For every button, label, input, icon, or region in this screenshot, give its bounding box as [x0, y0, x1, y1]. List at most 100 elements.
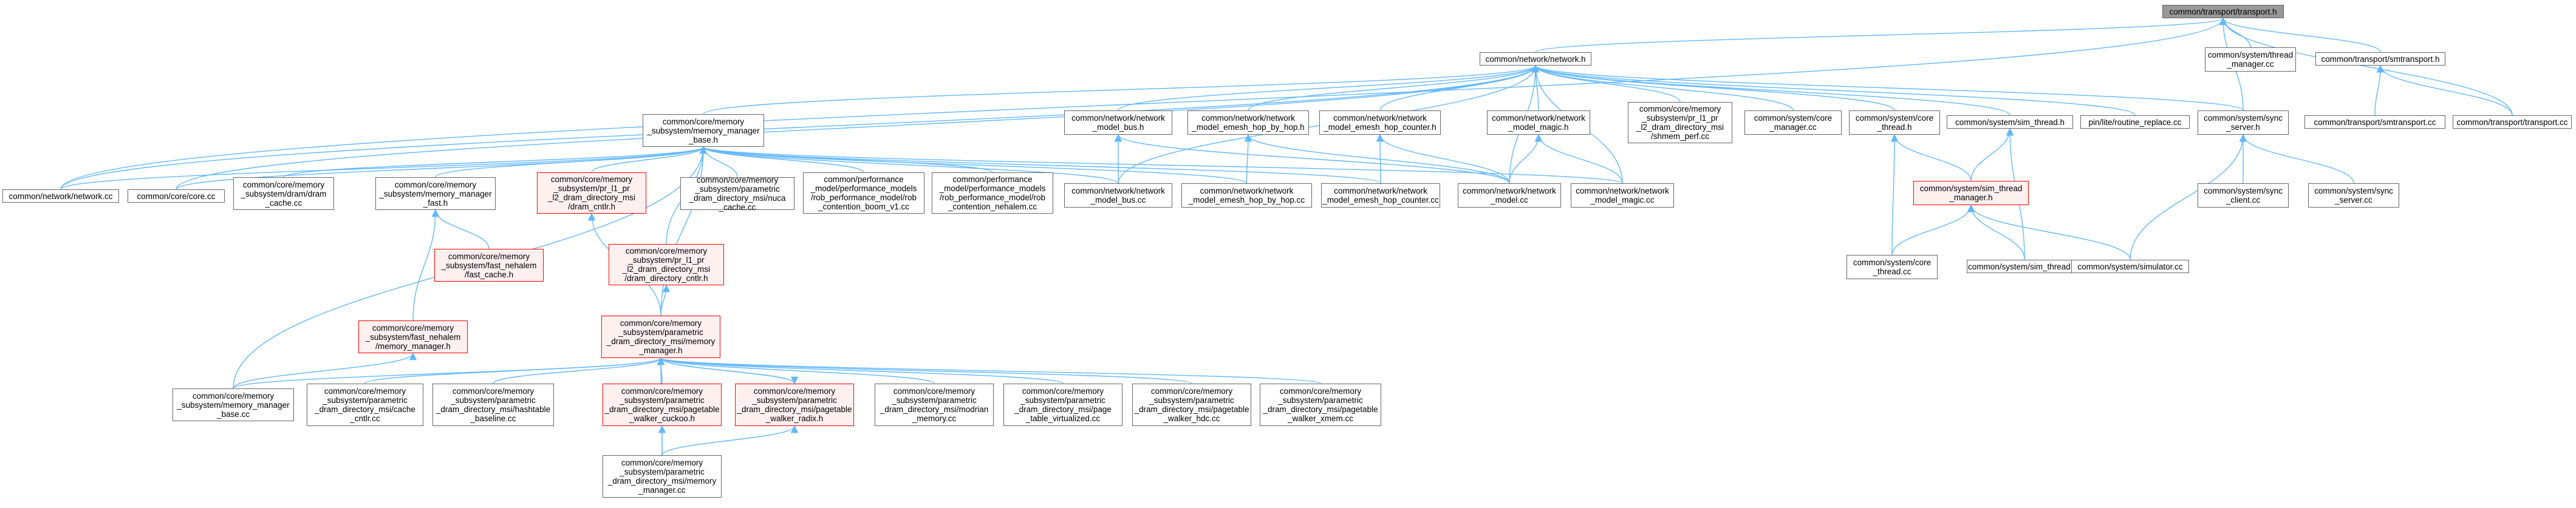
graph-node-rob-contention-nehalem-cc[interactable]: common/performance_model/performance_mod… — [932, 172, 1053, 214]
graph-node-transport-h[interactable]: common/transport/transport.h — [2162, 5, 2284, 18]
graph-node-pw-hdc-cc[interactable]: common/core/memory_subsystem/parametric_… — [1132, 384, 1251, 426]
graph-node-emesh-hop-by-hop-h[interactable]: common/network/network_model_emesh_hop_b… — [1187, 110, 1309, 135]
graph-node-network-model-magic-cc[interactable]: common/network/network_model_magic.cc — [1571, 183, 1674, 208]
edge-modrian-memory-cc-to-param-mm-h — [657, 357, 935, 384]
node-label-line: _contention_nehalem.cc — [948, 202, 1037, 211]
graph-node-memory-manager-base-h[interactable]: common/core/memory_subsystem/memory_mana… — [643, 114, 764, 147]
graph-node-sync-server-h[interactable]: common/system/sync_server.h — [2198, 110, 2289, 135]
graph-node-network-model-bus-cc[interactable]: common/network/network_model_bus.cc — [1064, 183, 1172, 208]
graph-node-pw-xmem-cc[interactable]: common/core/memory_subsystem/parametric_… — [1260, 384, 1381, 426]
node-label-line: _memory.cc — [912, 414, 957, 423]
graph-node-dram-directory-cntlr-h[interactable]: common/core/memory_subsystem/pr_l1_pr_l2… — [609, 244, 724, 285]
edge-emesh-hop-counter-cc-to-memory-manager-base-h — [700, 146, 1381, 184]
graph-node-dram-cache-cc[interactable]: common/core/memory_subsystem/dram/dram_c… — [233, 177, 334, 210]
node-label-line: _dram_directory_msi/pagetable — [1134, 405, 1249, 414]
edge-network-cc-to-network-h — [60, 64, 1539, 190]
node-label-line: _model_bus.cc — [1090, 195, 1146, 205]
graph-node-network-model-bus-h[interactable]: common/network/network_model_bus.h — [1064, 110, 1172, 135]
graph-node-core-manager-cc[interactable]: common/system/core_manager.cc — [1744, 110, 1842, 135]
node-label-line: _dram_directory_msi/memory — [606, 337, 716, 346]
edge-network-model-cc-to-emesh-hop-by-hop-h — [1244, 134, 1510, 184]
node-label-line: _contention_boom_v1.cc — [818, 202, 910, 211]
graph-node-mm-fast-h[interactable]: common/core/memory_subsystem/memory_mana… — [375, 177, 496, 210]
graph-node-thread-manager-cc[interactable]: common/system/thread_manager.cc — [2205, 47, 2296, 72]
node-label-line: common/performance — [952, 175, 1033, 184]
graph-node-sim-thread-cc[interactable]: common/system/sim_thread.cc — [1967, 260, 2082, 273]
node-label-line: _subsystem/parametric — [1020, 396, 1105, 405]
edge-mm-base-cc-to-fast-nehalem-mm-h — [233, 352, 417, 389]
graph-node-network-h[interactable]: common/network/network.h — [1480, 52, 1591, 66]
node-label-line: common/transport/smtransport.h — [2321, 54, 2440, 64]
node-label-line: common/system/sync — [2204, 113, 2283, 123]
graph-node-modrian-memory-cc[interactable]: common/core/memory_subsystem/parametric_… — [875, 384, 994, 426]
edge-param-mm-h-to-dram-directory-cntlr-h — [660, 284, 671, 316]
node-label-line: _subsystem/parametric — [620, 396, 705, 405]
node-label-line: _model.cc — [1491, 195, 1528, 205]
graph-node-pw-cuckoo-h[interactable]: common/core/memory_subsystem/parametric_… — [603, 384, 722, 426]
edge-core-manager-cc-to-network-h — [1531, 64, 1794, 111]
graph-node-sim-thread-manager-h[interactable]: common/system/sim_thread_manager.h — [1913, 181, 2029, 205]
edge-network-model-cc-to-network-model-bus-h — [1114, 134, 1510, 184]
node-label-line: _manager.cc — [1769, 123, 1817, 132]
node-label-line: _base.cc — [216, 409, 250, 419]
graph-node-sim-thread-h[interactable]: common/system/sim_thread.h — [1947, 115, 2073, 129]
graph-node-param-mm-h[interactable]: common/core/memory_subsystem/parametric_… — [601, 316, 720, 358]
graph-node-core-thread-h[interactable]: common/system/core_thread.h — [1849, 110, 1940, 135]
graph-node-nuca-cache-cc[interactable]: common/core/memory_subsystem/parametric_… — [680, 175, 794, 212]
node-label-line: _dram_directory_msi/memory — [607, 476, 717, 486]
node-label-line: _subsystem/memory_manager — [647, 126, 760, 135]
graph-node-fast-cache-h[interactable]: common/core/memory_subsystem/fast_nehale… — [434, 249, 544, 282]
graph-node-network-cc[interactable]: common/network/network.cc — [2, 189, 119, 203]
graph-node-fast-nehalem-mm-h[interactable]: common/core/memory_subsystem/fast_nehale… — [358, 320, 468, 353]
node-label-line: common/core/memory — [448, 251, 530, 261]
node-label-line: common/performance — [824, 175, 904, 184]
edge-core-thread-cc-to-core-thread-h — [1890, 134, 1899, 256]
node-label-line: _dram_directory_msi/cache — [315, 405, 415, 414]
graph-node-page-table-virtualized-cc[interactable]: common/core/memory_subsystem/parametric_… — [1003, 384, 1122, 426]
edge-memory-manager-base-h-to-network-h — [703, 64, 1539, 115]
graph-node-shmem-perf-cc[interactable]: common/core/memory_subsystem/pr_l1_pr_l2… — [1628, 102, 1732, 143]
node-label-line: common/core/memory — [372, 323, 454, 333]
edge-network-cc-to-transport-h — [60, 17, 2227, 190]
node-label-line: _thread.h — [1877, 123, 1912, 132]
node-label-line: common/network/network.h — [1485, 54, 1586, 64]
graph-node-transport-cc[interactable]: common/transport/transport.cc — [2453, 115, 2572, 129]
graph-node-emesh-hop-counter-cc[interactable]: common/network/network_model_emesh_hop_c… — [1321, 183, 1440, 208]
graph-node-core-cc[interactable]: common/core/core.cc — [128, 189, 225, 203]
graph-node-hashtable-baseline-cc[interactable]: common/core/memory_subsystem/parametric_… — [432, 384, 554, 426]
edge-sim-thread-cc-to-sim-thread-manager-h — [1967, 204, 2025, 260]
graph-node-network-model-magic-h[interactable]: common/network/network_model_magic.h — [1487, 110, 1590, 135]
node-label-line: common/core/memory — [1150, 387, 1233, 396]
node-label-line: common/core/memory — [1279, 387, 1362, 396]
node-label-line: _model_emesh_hop_by_hop.cc — [1188, 195, 1305, 205]
graph-node-dram-cntlr-h[interactable]: common/core/memory_subsystem/pr_l1_pr_l2… — [537, 172, 646, 214]
graph-node-rob-contention-boom-cc[interactable]: common/performance_model/performance_mod… — [803, 172, 924, 214]
graph-node-emesh-hop-by-hop-cc[interactable]: common/network/network_model_emesh_hop_b… — [1181, 183, 1312, 208]
graph-node-sync-server-cc[interactable]: common/system/sync_server.cc — [2308, 183, 2399, 208]
graph-node-core-thread-cc[interactable]: common/system/core_thread.cc — [1847, 255, 1938, 279]
edge-page-table-virtualized-cc-to-param-mm-h — [657, 357, 1064, 384]
node-label-line: _model_magic.h — [1508, 123, 1569, 132]
graph-node-emesh-hop-counter-h[interactable]: common/network/network_model_emesh_hop_c… — [1319, 110, 1441, 135]
node-label-line: _subsystem/parametric — [618, 328, 703, 337]
graph-node-smtransport-cc[interactable]: common/transport/smtransport.cc — [2304, 115, 2445, 129]
node-label-line: _dram_directory_msi/page — [1014, 405, 1112, 414]
graph-node-mm-base-cc[interactable]: common/core/memory_subsystem/memory_mana… — [173, 388, 294, 421]
graph-node-sync-client-cc[interactable]: common/system/sync_client.cc — [2198, 183, 2289, 208]
edge-hashtable-baseline-cc-to-param-mm-h — [493, 357, 665, 384]
graph-node-network-model-cc[interactable]: common/network/network_model.cc — [1458, 183, 1561, 208]
graph-node-pw-radix-h[interactable]: common/core/memory_subsystem/parametric_… — [735, 384, 854, 426]
node-label-line: _manager.h — [639, 346, 683, 355]
edge-param-mm-h-to-pw-radix-h — [660, 357, 799, 385]
node-label-line: _dram_directory_msi/nuca — [689, 194, 786, 203]
graph-node-routine-replace-cc[interactable]: pin/lite/routine_replace.cc — [2080, 115, 2190, 129]
node-label-line: common/core/memory — [324, 387, 406, 396]
node-label-line: _client.cc — [2226, 195, 2261, 205]
node-label-line: common/system/sync — [2204, 186, 2283, 195]
graph-node-cache-cntlr-cc[interactable]: common/core/memory_subsystem/parametric_… — [307, 384, 423, 426]
graph-node-simulator-cc[interactable]: common/system/simulator.cc — [2071, 260, 2189, 273]
graph-node-param-mm-cc[interactable]: common/core/memory_subsystem/parametric_… — [603, 455, 722, 498]
edge-sim-thread-manager-h-to-sim-thread-h — [1970, 127, 2014, 181]
node-label-line: _l2_dram_directory_msi — [547, 193, 636, 202]
graph-node-smtransport-h[interactable]: common/transport/smtransport.h — [2315, 52, 2445, 66]
